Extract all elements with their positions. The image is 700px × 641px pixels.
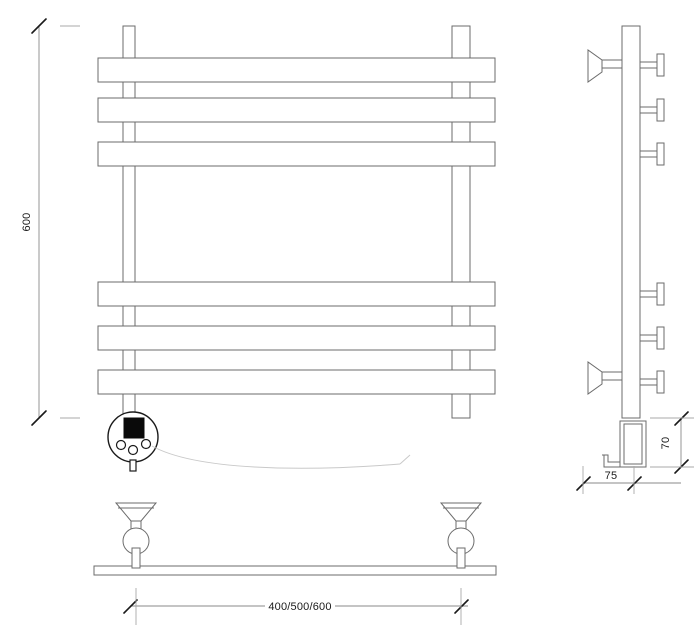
side-bar-end-2-stem [639, 106, 659, 114]
plan-wall-bracket-right [439, 502, 483, 569]
dim-75-tick-left [576, 476, 591, 491]
side-bar-end-1 [639, 53, 665, 77]
side-control-box-inner [623, 423, 643, 465]
plan-bottom-view: 400/500/600 [93, 502, 497, 625]
side-bar-end-6-stem [639, 378, 659, 386]
power-cable-tail [399, 454, 411, 465]
dim-width-tick-right [454, 599, 469, 614]
dim-70-tick-bottom [674, 459, 689, 474]
side-bar-end-3-stem [639, 150, 659, 158]
dim-70-tick-top [674, 411, 689, 426]
plan-wall-bracket-left [114, 502, 158, 569]
dim-70-label: 70 [660, 437, 672, 450]
dim-600-tick-bottom [31, 410, 47, 426]
dimension-depth-75: 75 [576, 466, 681, 494]
thermostat-button-3[interactable] [140, 438, 152, 450]
dimension-depth-70: 70 [650, 411, 694, 474]
wall-bracket-upper [587, 49, 623, 83]
lower-rail-group [97, 281, 496, 395]
side-bar-end-2-cap [656, 98, 665, 122]
side-bar-end-3-cap [656, 142, 665, 166]
wall-bracket-upper-cone [587, 49, 603, 83]
dim-600-label: 600 [21, 213, 33, 232]
side-bar-end-3 [639, 142, 665, 166]
side-bar-end-5-stem [639, 334, 659, 342]
side-bar-end-4 [639, 282, 665, 306]
plan-rail-bar [93, 565, 497, 576]
side-control-box [602, 420, 647, 468]
dim-600-tick-top [31, 18, 47, 34]
side-bar-ends-lower [639, 282, 665, 394]
front-vertical-posts [122, 25, 471, 419]
thermostat-display [123, 417, 145, 439]
dim-width-label: 400/500/600 [268, 601, 331, 613]
rail-upper-1 [97, 57, 496, 83]
wall-bracket-lower [587, 361, 623, 395]
side-bar-end-6 [639, 370, 665, 394]
dimension-width-variants: 400/500/600 [123, 588, 469, 625]
dim-width-tick-left [123, 599, 138, 614]
side-vertical-post [621, 25, 641, 419]
dim-75-tick-right [627, 476, 642, 491]
side-bar-end-1-cap [656, 53, 665, 77]
rail-upper-3 [97, 141, 496, 167]
plan-bracket-left-cone [114, 502, 158, 522]
rail-lower-3 [97, 369, 496, 395]
thermostat-button-2[interactable] [127, 444, 139, 456]
side-bar-end-4-cap [656, 282, 665, 306]
upper-rail-group [97, 57, 496, 167]
side-bar-end-5-cap [656, 326, 665, 350]
side-bar-end-4-stem [639, 290, 659, 298]
plan-bracket-right-stem [456, 547, 466, 569]
cable-stub [129, 459, 137, 472]
side-bar-end-2 [639, 98, 665, 122]
wall-bracket-lower-cone [587, 361, 603, 395]
side-cable-hook [602, 454, 620, 468]
right-vertical-post [451, 25, 471, 419]
plan-bracket-right-cone [439, 502, 483, 522]
wall-bracket-upper-stem [601, 59, 623, 69]
side-elevation-view: 70 75 [576, 25, 694, 494]
power-cable-path [151, 445, 401, 469]
rail-lower-1 [97, 281, 496, 307]
dim-width-label-backing [265, 598, 335, 612]
rail-upper-2 [97, 97, 496, 123]
side-bar-ends-upper [639, 53, 665, 166]
wall-bracket-lower-stem [601, 371, 623, 381]
dimension-height-600: 600 [21, 18, 80, 426]
thermostat-control-assembly [107, 411, 159, 472]
side-bar-end-5 [639, 326, 665, 350]
front-elevation-view: 600 [21, 18, 496, 472]
side-bar-end-6-cap [656, 370, 665, 394]
thermostat-button-1[interactable] [115, 439, 127, 451]
dim-75-label: 75 [605, 470, 618, 482]
side-bar-end-1-stem [639, 61, 659, 69]
rail-lower-2 [97, 325, 496, 351]
plan-bracket-left-stem [131, 547, 141, 569]
left-vertical-post [122, 25, 136, 419]
